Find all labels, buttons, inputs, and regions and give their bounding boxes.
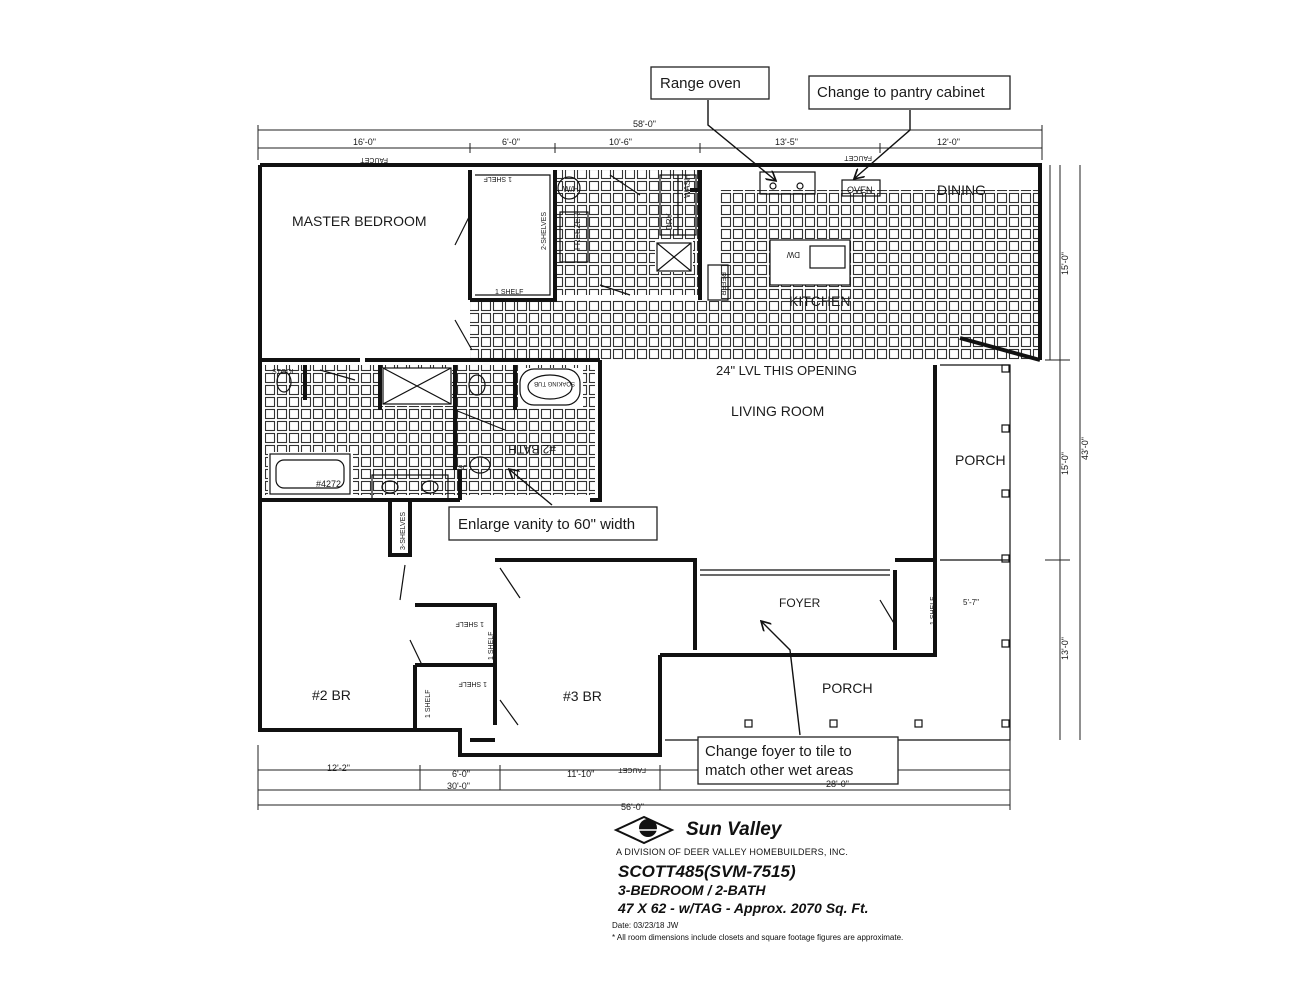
note-range-oven-text: Range oven [660, 75, 741, 92]
dim-top-1: 16'-0" [353, 137, 376, 147]
room-porch-right: PORCH [955, 452, 1006, 468]
room-master-bedroom: MASTER BEDROOM [292, 213, 427, 229]
label-tub-model: #4272 [316, 479, 341, 489]
room-labels: MASTER BEDROOM DINING KITCHEN 24" LVL TH… [292, 182, 1006, 704]
label-oven: OVEN [847, 185, 873, 195]
room-living-room: LIVING ROOM [731, 403, 824, 419]
label-dryer: DRY [665, 213, 674, 230]
dim-right-3: 13'-0" [1060, 637, 1070, 660]
label-shelves-2: 2-SHELVES [541, 212, 548, 250]
note-arrows [510, 100, 911, 736]
label-soaking-tub: SOAKING TUB [534, 380, 575, 386]
room-dining: DINING [937, 182, 986, 198]
dim-top-2: 6'-0" [502, 137, 520, 147]
note-pantry: Change to pantry cabinet [808, 75, 1011, 110]
label-shelf-br-d: 1 SHELF [425, 690, 432, 718]
room-bedroom-3: #3 BR [563, 688, 602, 704]
lvl-opening-label: 24" LVL THIS OPENING [716, 363, 857, 378]
label-shelf-br-a: 1 SHELF [456, 620, 484, 627]
note-foyer-tile-line1: Change foyer to tile to [705, 743, 852, 760]
label-dishwasher: DW [786, 250, 800, 259]
date-text: Date: 03/23/18 JW [612, 921, 679, 930]
title-block: Sun Valley A DIVISION OF DEER VALLEY HOM… [612, 815, 1032, 942]
room-porch-bottom: PORCH [822, 680, 873, 696]
label-shelf-foyer: 1 SHELF [930, 597, 937, 625]
dim-right-1: 15'-0" [1060, 252, 1070, 275]
label-refrigerator: REFER [719, 272, 726, 296]
sun-valley-logo-icon [613, 815, 675, 845]
brand-row: Sun Valley [612, 815, 1032, 845]
exterior-walls [258, 163, 1042, 757]
size-text: 47 X 62 - w/TAG - Approx. 2070 Sq. Ft. [618, 900, 869, 916]
bed-bath: 3-BEDROOM / 2-BATH [618, 882, 766, 898]
label-water-heater: W/H [563, 185, 579, 194]
dim-bottom-2: 6'-0" [452, 769, 470, 779]
label-shelves-3: 3-SHELVES [400, 512, 407, 550]
dim-bottom-4: 30'-0" [447, 781, 470, 791]
room-bath-2: #2 BATH [508, 442, 556, 456]
model-name: SCOTT485(SVM-7515) [618, 862, 796, 881]
note-foyer-tile: Change foyer to tile to match other wet … [697, 736, 899, 785]
label-faucet-bottom: FAUCET [618, 766, 646, 773]
label-freezer: FREEZER [573, 212, 582, 250]
dim-right-2: 15'-0" [1060, 452, 1070, 475]
dim-bottom-3: 11'-10" [567, 769, 594, 779]
note-foyer-tile-line2: match other wet areas [705, 762, 853, 779]
dim-bottom-1: 12'-2" [327, 763, 350, 773]
room-bedroom-2: #2 BR [312, 687, 351, 703]
room-foyer: FOYER [779, 596, 821, 610]
dim-top-3: 10'-6" [609, 137, 632, 147]
label-shelf-br-c: 1 SHELF [459, 680, 487, 687]
label-stool: STOOL [272, 369, 296, 376]
note-range-oven: Range oven [650, 66, 770, 100]
door-swings [319, 174, 896, 726]
label-faucet-top-right: FAUCET [844, 154, 872, 161]
note-vanity: Enlarge vanity to 60" width [448, 506, 658, 541]
label-shelf-closet-bottom: 1 SHELF [495, 289, 523, 296]
dim-bottom-5: 28'-0" [826, 779, 849, 789]
label-shelf-br-b: 1 SHELF [488, 632, 495, 660]
room-kitchen: KITCHEN [789, 293, 850, 309]
division-text: A DIVISION OF DEER VALLEY HOMEBUILDERS, … [616, 847, 849, 857]
dim-top-5: 12'-0" [937, 137, 960, 147]
dim-porch-width: 5'-7" [963, 598, 979, 607]
brand-name: Sun Valley [686, 819, 782, 840]
dimension-labels: 58'-0" 16'-0" 6'-0" 10'-6" 13'-5" 12'-0"… [327, 119, 1090, 812]
label-washer: WASH [683, 174, 692, 198]
fixtures [269, 171, 881, 500]
dim-top-4: 13'-5" [775, 137, 798, 147]
dim-bottom-total: 56'-0" [621, 802, 644, 812]
fixture-labels: W/H FREEZER DRY WASH OVEN DW REFER #4272… [272, 154, 937, 773]
label-faucet-top-left: FAUCET [360, 156, 388, 163]
disclaimer-text: * All room dimensions include closets an… [612, 933, 904, 942]
label-shelf-closet-top: 1 SHELF [484, 175, 512, 182]
dim-top-total: 58'-0" [633, 119, 656, 129]
note-pantry-text: Change to pantry cabinet [817, 84, 985, 101]
note-vanity-text: Enlarge vanity to 60" width [458, 516, 635, 533]
dim-right-total: 43'-0" [1080, 437, 1090, 460]
label-sc: SC [458, 465, 468, 472]
interior-walls [260, 170, 935, 742]
